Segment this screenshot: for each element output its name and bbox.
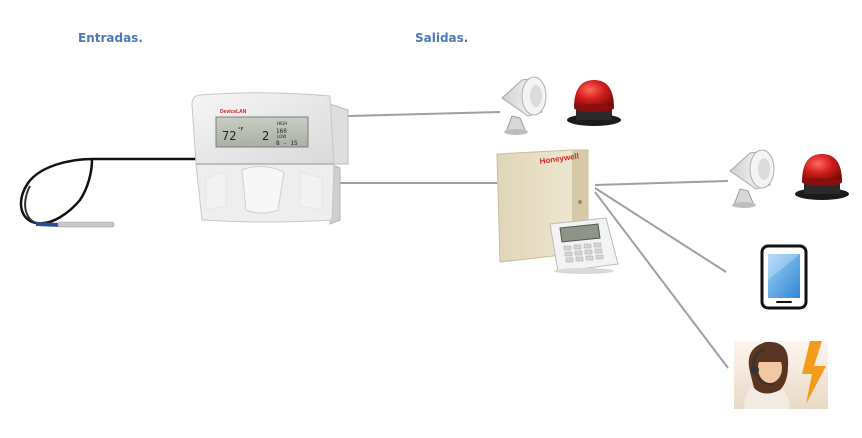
line-logger-to-siren — [347, 111, 501, 117]
siren-icon — [729, 149, 775, 208]
line-panel-to-tablet — [594, 187, 727, 273]
strobe-light-icon — [567, 80, 621, 126]
lcd-high-label: HIGH — [277, 121, 287, 126]
strobe-light-icon — [795, 154, 849, 200]
inputs-label: Entradas. — [78, 31, 143, 45]
keypad-icon — [549, 217, 619, 274]
outputs-label: Salidas. — [415, 31, 469, 45]
datalogger-brand: DeviceLAN — [220, 109, 247, 115]
lcd-temperature: 72 — [222, 129, 236, 143]
temperature-probe-icon — [19, 157, 198, 228]
tablet-icon — [760, 244, 808, 310]
siren-icon — [501, 76, 547, 135]
lcd-low-value: 8 - 15 — [276, 140, 298, 147]
datalogger-device: DeviceLAN 72 °F 2 HIGH 160 LOW 8 - 15 — [191, 92, 349, 225]
connection-lines — [340, 111, 729, 369]
lcd-mid-value: 2 — [262, 129, 269, 143]
line-panel-to-siren — [594, 180, 729, 186]
line-panel-to-agent — [594, 191, 729, 369]
lcd-low-label: LOW — [277, 134, 286, 139]
lcd-unit: °F — [238, 127, 244, 133]
lcd-high-value: 160 — [276, 128, 287, 135]
call-center-agent-icon — [734, 341, 828, 409]
